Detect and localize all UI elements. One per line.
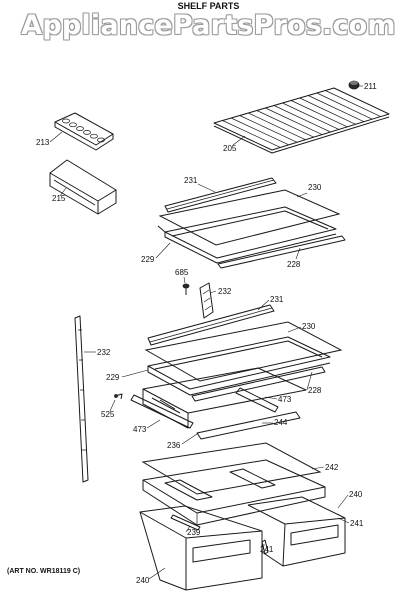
- callout-label-241a[interactable]: 241: [350, 519, 364, 528]
- callout-label-473b[interactable]: 473: [133, 425, 147, 434]
- leader-line-240b: [148, 567, 166, 580]
- part-232-side-rail[interactable]: [74, 315, 89, 483]
- leader-line-205: [232, 135, 246, 146]
- diagram-title: SHELF PARTS: [177, 1, 240, 11]
- callout-label-230a[interactable]: 230: [308, 183, 322, 192]
- leader-line-239: [185, 525, 191, 533]
- part-228-middle-rear-trim[interactable]: [191, 366, 326, 402]
- part-230-middle-glass[interactable]: [144, 321, 343, 382]
- leader-line-685: [183, 276, 186, 284]
- leader-line-215: [59, 187, 67, 197]
- ice-tray-cell: [97, 137, 105, 143]
- part-473-drawer-slide-assembly[interactable]: [130, 367, 307, 429]
- watermark-logo: AppliancePartsPros.com: [21, 10, 396, 41]
- callout-label-240a[interactable]: 240: [349, 490, 363, 499]
- part-232-center-bracket[interactable]: [199, 282, 214, 319]
- leader-line-242: [311, 466, 325, 470]
- part-242-crisper-cover-glass[interactable]: [141, 442, 322, 495]
- ice-tray-cell: [69, 122, 77, 128]
- wire-shelf-rod: [316, 92, 373, 120]
- wire-shelf-rod: [239, 115, 298, 143]
- callout-label-229b[interactable]: 229: [106, 373, 120, 382]
- wire-shelf-rod: [325, 90, 381, 117]
- part-215-door-bin[interactable]: [49, 159, 117, 215]
- part-229-middle-frame[interactable]: [147, 336, 331, 396]
- leader-line-231a: [197, 183, 216, 193]
- part-241-drawer-slide[interactable]: [261, 539, 269, 555]
- callout-label-685[interactable]: 685: [175, 268, 189, 277]
- ice-tray-cell: [90, 133, 98, 139]
- callout-label-239[interactable]: 239: [187, 528, 201, 537]
- callout-label-230b[interactable]: 230: [302, 322, 316, 331]
- callout-label-231a[interactable]: 231: [184, 176, 198, 185]
- wire-shelf-rod: [299, 97, 356, 125]
- part-231-middle-trim[interactable]: [147, 304, 275, 346]
- art-number: (ART NO. WR18119 C): [7, 568, 81, 575]
- part-205-wire-shelf[interactable]: [213, 87, 390, 154]
- callout-label-241b[interactable]: 241: [260, 545, 274, 554]
- part-211-knob[interactable]: [348, 80, 360, 90]
- callout-leader-lines: [49, 85, 363, 580]
- ice-tray-cell: [62, 118, 70, 124]
- part-240-right-crisper-drawer[interactable]: [247, 496, 346, 567]
- leader-line-229a: [155, 242, 171, 259]
- wire-shelf-rod: [282, 102, 340, 130]
- leader-line-229b: [121, 369, 149, 378]
- callout-label-211[interactable]: 211: [364, 82, 377, 91]
- callout-label-240b[interactable]: 240: [136, 576, 150, 585]
- leader-line-232a: [209, 290, 217, 294]
- wire-shelf-rod: [256, 110, 314, 138]
- wire-shelf-rod: [308, 95, 365, 123]
- callout-label-232a[interactable]: 232: [218, 287, 232, 296]
- callout-label-213[interactable]: 213: [36, 138, 50, 147]
- part-236-crisper-cover-frame[interactable]: [142, 459, 326, 526]
- callout-label-473a[interactable]: 473: [278, 395, 292, 404]
- callout-label-228a[interactable]: 228: [287, 260, 301, 269]
- leader-line-228b: [306, 371, 313, 391]
- callout-label-244[interactable]: 244: [274, 418, 288, 427]
- leader-line-473b: [146, 419, 161, 429]
- part-213-ice-tray[interactable]: [54, 112, 114, 151]
- leader-line-230b: [287, 326, 302, 333]
- part-228-upper-rear-trim[interactable]: [217, 235, 346, 269]
- callout-label-232b[interactable]: 232: [97, 348, 111, 357]
- ice-tray-cell: [76, 126, 84, 131]
- part-685-screw[interactable]: [182, 283, 190, 295]
- leader-line-240a: [337, 494, 349, 509]
- part-239-drawer-handle[interactable]: [170, 514, 201, 531]
- part-229-upper-frame[interactable]: [157, 206, 337, 264]
- callout-label-205[interactable]: 205: [223, 144, 237, 153]
- leader-line-213: [49, 131, 63, 143]
- leader-line-241a: [337, 517, 350, 524]
- wire-shelf-rod: [230, 117, 289, 146]
- part-230-upper-glass[interactable]: [158, 189, 341, 246]
- wire-shelf-rod: [290, 100, 348, 128]
- callout-label-229a[interactable]: 229: [141, 255, 155, 264]
- callout-label-525[interactable]: 525: [101, 410, 115, 419]
- part-525-clip[interactable]: [114, 393, 123, 400]
- wire-shelf-rod: [265, 107, 323, 135]
- leader-line-230a: [296, 192, 308, 198]
- part-240-left-crisper-drawer[interactable]: [139, 505, 263, 591]
- callout-label-236[interactable]: 236: [167, 441, 181, 450]
- ice-tray-cell: [83, 130, 91, 135]
- callout-label-228b[interactable]: 228: [308, 386, 322, 395]
- callout-label-231b[interactable]: 231: [270, 295, 284, 304]
- callout-labels: 211 213 205 215 231 230 229 228 685 232 231 232 230 2…: [36, 82, 377, 585]
- leader-line-236: [181, 431, 201, 445]
- leader-line-525: [109, 399, 116, 412]
- leader-line-228a: [295, 247, 301, 260]
- leader-line-231b: [257, 299, 270, 311]
- wire-shelf-rod: [273, 105, 331, 133]
- part-231-upper-trim[interactable]: [164, 177, 277, 213]
- callout-label-215[interactable]: 215: [52, 194, 66, 203]
- leader-line-473a: [264, 396, 278, 400]
- part-244-drawer-slide-rail[interactable]: [196, 411, 301, 440]
- callout-label-242[interactable]: 242: [325, 463, 339, 472]
- wire-shelf-rod: [222, 120, 281, 148]
- wire-shelf-rod: [248, 112, 306, 141]
